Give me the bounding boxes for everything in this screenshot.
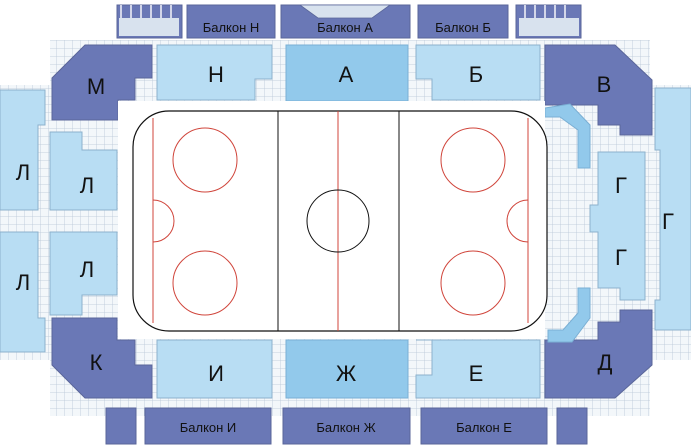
sector-i-label: И [208,361,224,386]
sector-g-inner[interactable] [589,151,646,301]
balcony-i-label: Балкон И [180,420,237,435]
sector-l1-label: Л [16,160,30,185]
sector-i[interactable] [156,339,273,399]
balcony-e-label: Балкон Е [456,420,512,435]
center-circle [306,189,370,253]
sector-e[interactable] [415,339,541,399]
rink-boards [132,110,548,332]
sector-l-inner-top[interactable] [49,131,118,211]
balcony-segment-left-bottom[interactable] [105,407,137,445]
sector-k-label: К [90,350,103,375]
sector-v-label: В [597,72,612,97]
sector-a-label: А [339,62,354,87]
sector-g-mid-label: Г [615,245,627,270]
sector-a[interactable] [285,44,409,102]
balcony-b[interactable] [417,4,509,39]
balcony-b-label: Балкон Б [435,20,491,35]
sector-l-outer-bottom[interactable] [0,231,46,353]
sector-accent-top[interactable] [544,103,591,169]
sector-zh[interactable] [285,339,409,399]
top-balcony-row: Балкон Н Балкон А Балкон Б [116,4,582,39]
balcony-zh[interactable] [282,407,411,445]
balcony-e[interactable] [420,407,548,445]
balcony-railing [524,5,566,18]
sector-accent-bottom[interactable] [547,287,591,343]
balcony-a-label: Балкон А [317,20,373,35]
bottom-balcony-row: Балкон И Балкон Ж Балкон Е [105,407,588,445]
sector-g-right-label: Г [662,209,674,234]
balcony-segment-right-bottom[interactable] [556,407,588,445]
sector-n-label: Н [208,62,224,87]
sector-d-label: Д [598,350,613,375]
faceoff-circle-bottom-right [440,250,506,316]
sector-g-left-label: Г [615,173,627,198]
crease-left [152,199,175,243]
faceoff-circle-bottom-left [172,250,238,316]
sector-b[interactable] [415,44,541,101]
crease-right [506,199,529,243]
balcony-n[interactable] [186,4,276,39]
sector-l4-label: Л [16,270,30,295]
sector-e-label: Е [469,361,484,386]
balcony-zh-label: Балкон Ж [316,420,375,435]
sector-l2-label: Л [80,173,94,198]
sector-zh-label: Ж [336,361,357,386]
sector-m-label: М [87,74,105,99]
ice-rink [118,101,548,339]
balcony-a-notch [298,4,392,19]
sector-n[interactable] [156,44,273,101]
sector-l3-label: Л [80,257,94,282]
faceoff-circle-top-left [172,127,238,193]
sector-m[interactable] [51,44,153,121]
sector-k[interactable] [51,317,153,399]
faceoff-circle-top-right [440,127,506,193]
balcony-segment-inner [119,18,179,36]
sector-l-outer-top[interactable] [0,89,46,211]
balcony-n-label: Балкон Н [203,20,260,35]
sector-g-outer[interactable] [654,87,691,331]
balcony-i[interactable] [144,407,272,445]
sector-l-inner-bottom[interactable] [49,231,118,316]
sector-d[interactable] [544,309,653,399]
sector-b-label: Б [469,62,483,87]
balcony-segment-inner [519,18,579,36]
balcony-railing [120,5,172,18]
